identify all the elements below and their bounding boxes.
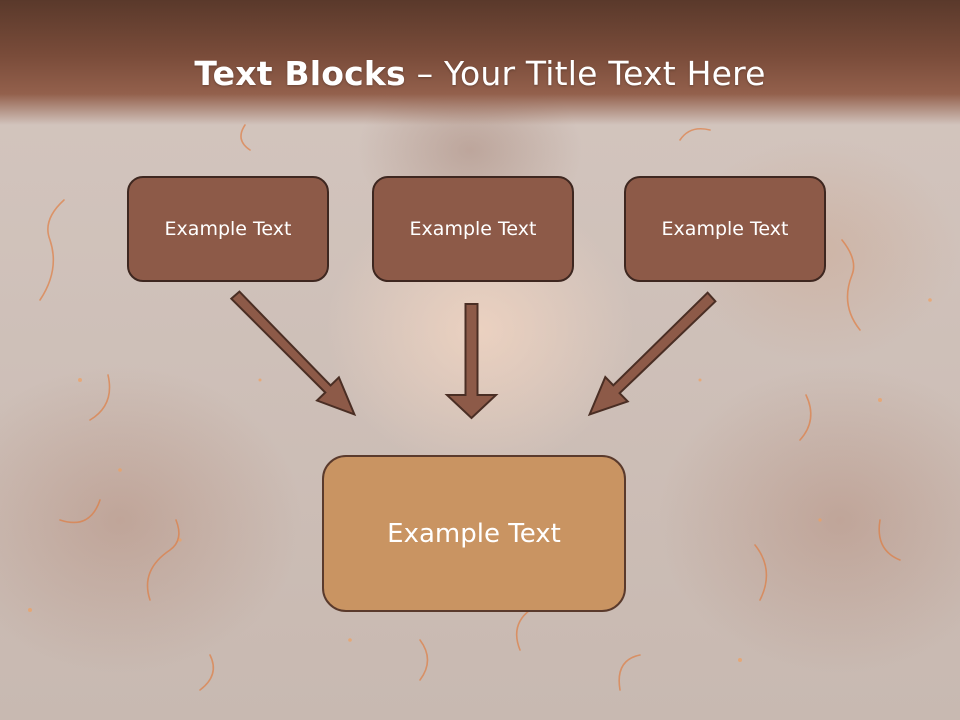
title-bold-part: Text Blocks bbox=[194, 54, 406, 93]
title-bar bbox=[0, 0, 960, 125]
top-box-right: Example Text bbox=[624, 176, 826, 282]
arrow-down-center bbox=[444, 303, 499, 420]
arrow-left-diagonal bbox=[229, 290, 357, 417]
title-dash: – bbox=[405, 54, 444, 93]
top-box-left: Example Text bbox=[127, 176, 329, 282]
arrow-right-diagonal bbox=[587, 291, 717, 417]
top-box-center: Example Text bbox=[372, 176, 574, 282]
bottom-box: Example Text bbox=[322, 455, 626, 612]
slide-title: Text Blocks – Your Title Text Here bbox=[0, 54, 960, 93]
title-rest-part: Your Title Text Here bbox=[443, 54, 766, 93]
